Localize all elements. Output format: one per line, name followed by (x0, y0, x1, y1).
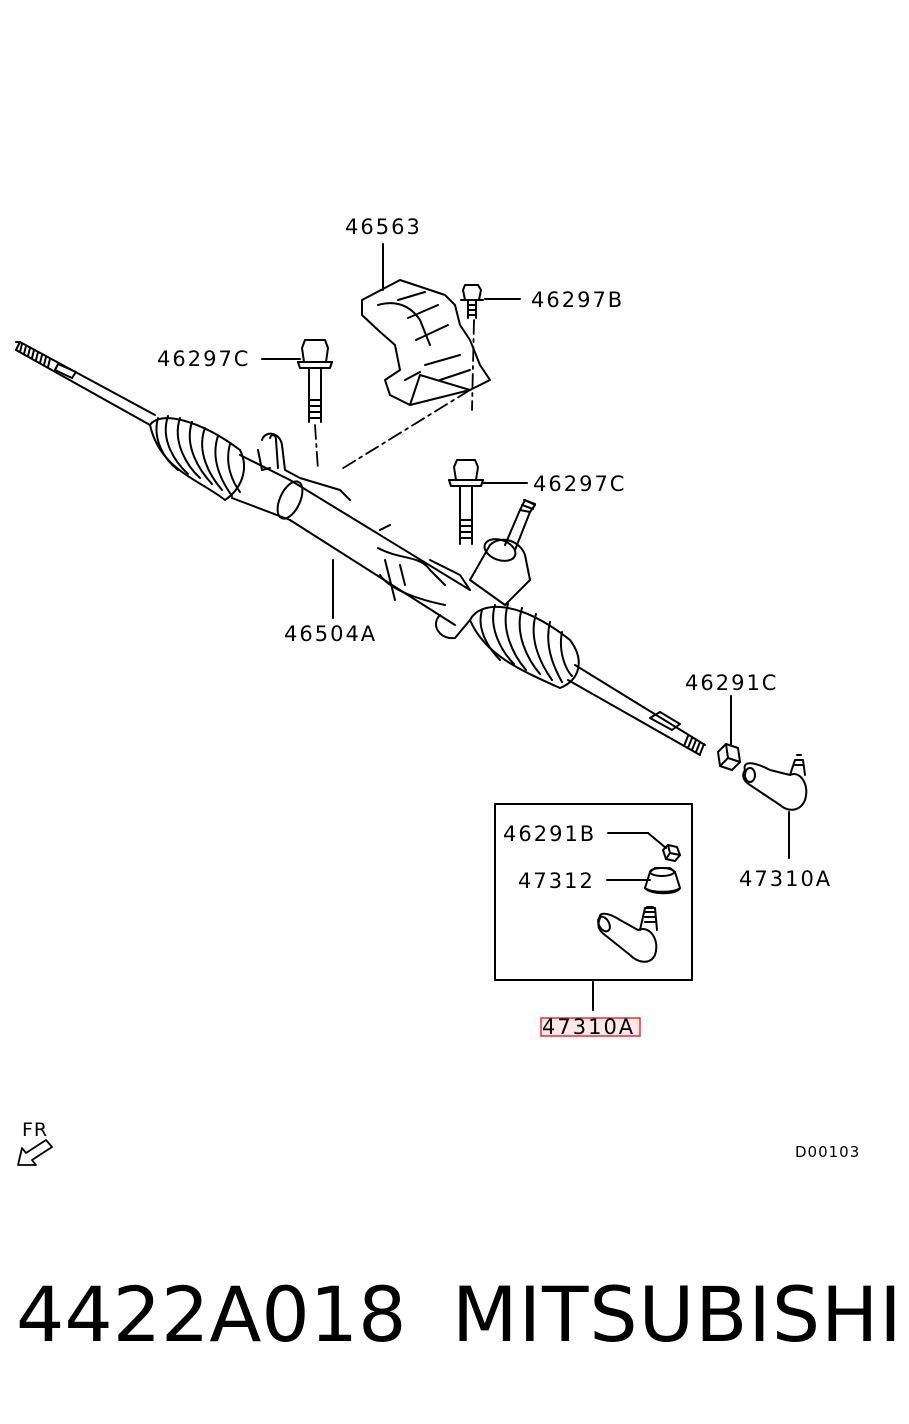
diagram-code: D00103 (795, 1143, 860, 1161)
label-47310a-inset: 47310A (542, 1015, 635, 1039)
label-46563: 46563 (345, 215, 422, 239)
direction-label: FR (22, 1119, 48, 1141)
pinion-housing (469, 499, 536, 606)
bolt-46297b (460, 284, 484, 319)
right-bellows-boot (469, 603, 580, 689)
tie-rod-end-outer (742, 754, 808, 811)
leader-lines (261, 243, 790, 859)
brand-name: MITSUBISHI (452, 1270, 903, 1359)
label-46297c-mid: 46297C (533, 472, 626, 496)
assembly-dash-lines (314, 319, 475, 471)
right-tie-rod-shaft (567, 664, 706, 756)
lock-nut-46291c (717, 743, 741, 771)
inset-box (494, 803, 693, 1011)
part-number: 4422A018 (16, 1270, 407, 1359)
rack-housing (231, 432, 471, 640)
highlighted-part-box (540, 1017, 641, 1037)
label-46297b: 46297B (531, 288, 624, 312)
label-47312: 47312 (518, 869, 595, 893)
label-46291b: 46291B (503, 822, 596, 846)
bolt-46297c-left (297, 339, 333, 423)
label-46291c: 46291C (685, 671, 778, 695)
front-direction-arrow-icon (17, 1139, 53, 1166)
left-bellows-boot (149, 415, 245, 501)
label-46504a: 46504A (284, 622, 377, 646)
label-46297c-left: 46297C (157, 347, 250, 371)
label-47310a-outer: 47310A (739, 867, 832, 891)
bolt-46297c-mid (448, 459, 484, 545)
mounting-bracket (361, 279, 491, 406)
left-tie-rod-shaft (15, 341, 156, 426)
